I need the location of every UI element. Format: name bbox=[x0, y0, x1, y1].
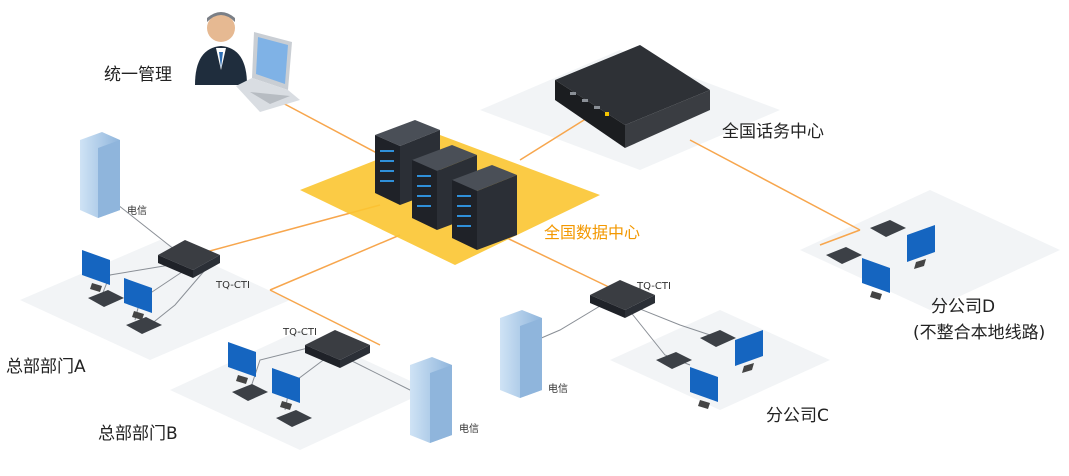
tq-cti-label-b: TQ-CTI bbox=[283, 327, 317, 338]
branch-d-label: 分公司D bbox=[931, 297, 996, 317]
tq-cti-device-b bbox=[305, 330, 370, 368]
monitor-d2 bbox=[862, 258, 890, 300]
phone-c2 bbox=[656, 352, 692, 369]
tq-cti-device-c bbox=[590, 280, 655, 318]
phone-b1 bbox=[232, 384, 268, 401]
phone-b2 bbox=[276, 410, 312, 427]
unified-management-label: 统一管理 bbox=[104, 65, 172, 85]
tq-cti-label-c: TQ-CTI bbox=[637, 281, 671, 292]
admin-user-icon bbox=[195, 12, 247, 85]
laptop-icon bbox=[236, 32, 300, 112]
branch-c-label: 分公司C bbox=[766, 406, 829, 426]
building-telecom-c bbox=[500, 310, 542, 398]
branch-d-note-label: (不整合本地线路) bbox=[913, 323, 1046, 343]
tq-cti-device-a bbox=[158, 240, 220, 278]
national-data-center-label: 全国数据中心 bbox=[544, 223, 641, 242]
monitor-b2 bbox=[272, 368, 300, 410]
hq-dept-b-label: 总部部门B bbox=[98, 424, 178, 444]
monitor-a2 bbox=[124, 278, 152, 320]
phone-d2 bbox=[826, 247, 862, 264]
building-telecom-a bbox=[80, 132, 120, 218]
phone-a1 bbox=[88, 290, 124, 307]
telecom-label-b: 电信 bbox=[459, 424, 479, 435]
monitor-c1 bbox=[735, 330, 763, 373]
national-call-center-label: 全国话务中心 bbox=[722, 122, 824, 142]
monitor-b1 bbox=[228, 342, 256, 384]
building-telecom-b bbox=[410, 357, 452, 443]
call-center-device bbox=[555, 45, 710, 148]
monitor-a1 bbox=[82, 250, 110, 292]
phone-a2 bbox=[126, 317, 162, 334]
tq-cti-label-a: TQ-CTI bbox=[216, 280, 250, 291]
hq-dept-a-label: 总部部门A bbox=[6, 357, 86, 377]
phone-d1 bbox=[870, 220, 906, 237]
phone-c1 bbox=[700, 330, 736, 347]
telecom-label-a: 电信 bbox=[127, 206, 147, 217]
server-rack-3 bbox=[452, 165, 517, 250]
telecom-label-c: 电信 bbox=[548, 384, 568, 395]
monitor-c2 bbox=[690, 367, 718, 409]
monitor-d1 bbox=[907, 225, 935, 269]
connection-lines bbox=[194, 91, 861, 346]
